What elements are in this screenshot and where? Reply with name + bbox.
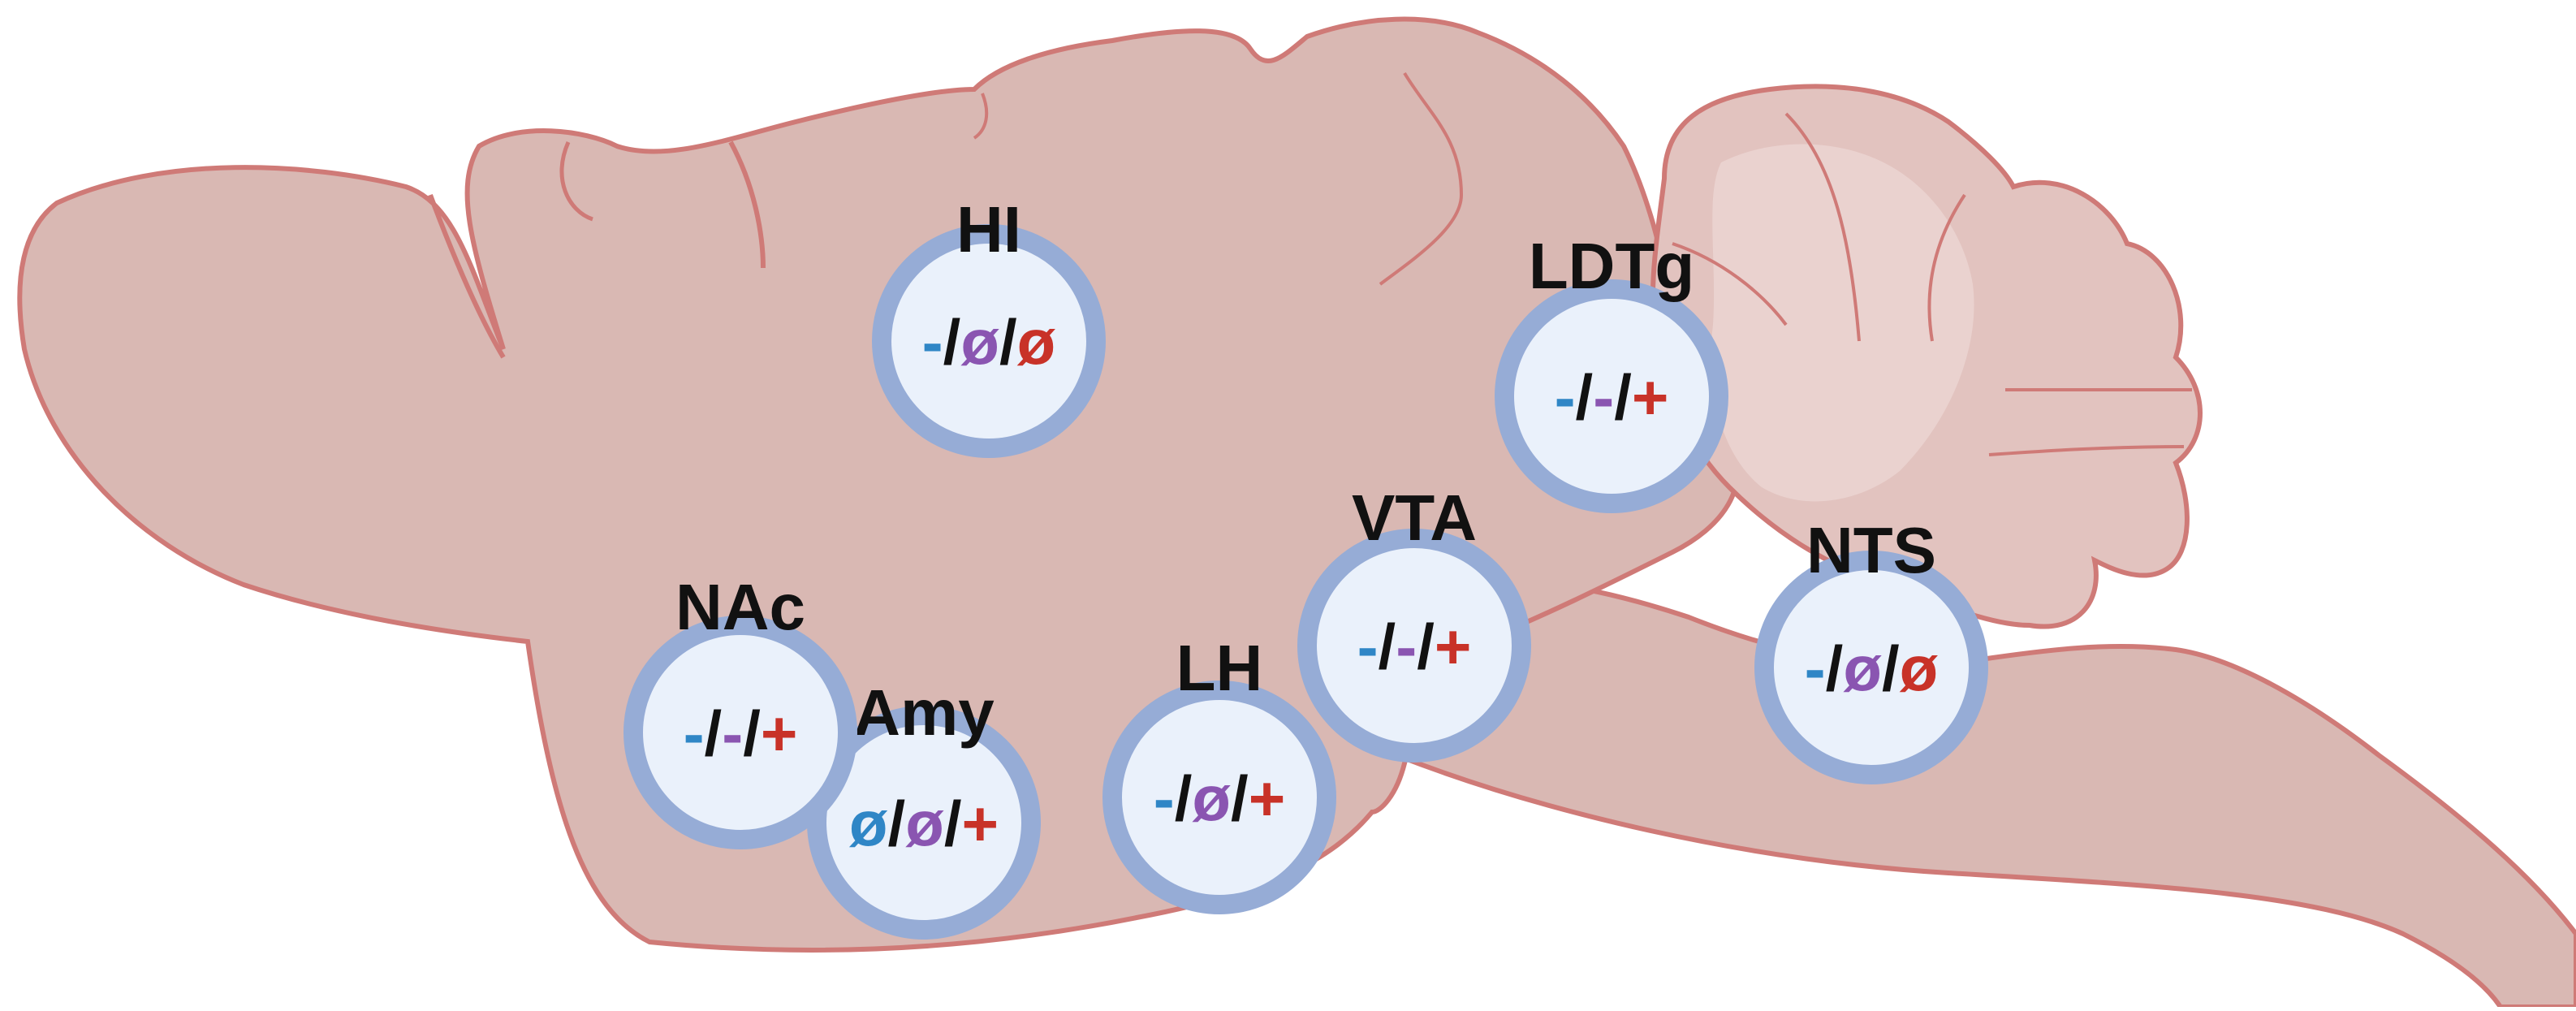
cerebellum-fold: [1672, 242, 1788, 326]
region-label: NAc: [675, 571, 805, 643]
separator-slash: /: [1614, 361, 1632, 433]
separator-slash: /: [1576, 361, 1594, 433]
region-label: VTA: [1352, 482, 1477, 554]
sulcus-line: [973, 93, 989, 140]
sulcus-line: [428, 193, 506, 359]
separator-slash: /: [888, 788, 906, 859]
region-symbols: -/-/+: [684, 698, 798, 769]
symbol-red: +: [1435, 611, 1472, 682]
separator-slash: /: [743, 698, 761, 769]
region-circle: [1495, 279, 1728, 513]
region-label: NTS: [1806, 514, 1936, 586]
region-symbols: -/ø/ø: [1805, 633, 1939, 704]
separator-slash: /: [1417, 611, 1435, 682]
cerebellum-fold: [1988, 445, 2185, 456]
cerebellum-fold: [1784, 112, 1861, 342]
sulcus-line: [728, 140, 766, 269]
separator-slash: /: [1826, 633, 1844, 704]
region-symbols: -/ø/ø: [922, 306, 1056, 378]
symbol-blue: -: [1357, 611, 1379, 682]
region-circle: [807, 706, 1041, 940]
region-label: LH: [1176, 632, 1263, 704]
symbol-purple: ø: [905, 788, 944, 859]
region-label: LDTg: [1529, 230, 1694, 302]
cerebellum-lobule: [1711, 144, 1974, 502]
region-circle: [872, 224, 1106, 458]
sulcus-line: [559, 140, 593, 222]
region-lh: LH-/ø/+: [1102, 632, 1336, 914]
region-ldtg: LDTg-/-/+: [1495, 230, 1728, 513]
symbol-blue: -: [684, 698, 705, 769]
separator-slash: /: [1175, 763, 1193, 834]
symbol-purple: ø: [1843, 633, 1882, 704]
regions-layer: HI-/ø/øLDTg-/-/+VTA-/-/+NTS-/ø/øAmyø/ø/+…: [624, 193, 1988, 940]
symbol-purple: ø: [1192, 763, 1231, 834]
separator-slash: /: [943, 306, 961, 378]
symbol-blue: -: [1805, 633, 1826, 704]
region-circle: [1297, 529, 1531, 763]
symbol-blue: ø: [849, 788, 888, 859]
region-nts: NTS-/ø/ø: [1754, 514, 1988, 784]
separator-slash: /: [1231, 763, 1249, 834]
region-symbols: -/-/+: [1357, 611, 1472, 682]
symbol-blue: -: [1555, 361, 1576, 433]
cerebellum-fold: [1927, 193, 1966, 342]
separator-slash: /: [705, 698, 723, 769]
symbol-purple: ø: [960, 306, 999, 378]
symbol-red: ø: [1900, 633, 1939, 704]
region-symbols: ø/ø/+: [849, 788, 999, 859]
symbol-red: +: [1249, 763, 1286, 834]
region-label: Amy: [853, 676, 995, 749]
symbol-red: ø: [1017, 306, 1056, 378]
sulcus-line: [1379, 71, 1464, 286]
symbol-purple: -: [1396, 611, 1417, 682]
region-circle: [1754, 551, 1988, 784]
region-symbols: -/ø/+: [1154, 763, 1286, 834]
separator-slash: /: [999, 306, 1017, 378]
region-symbols: -/-/+: [1555, 361, 1669, 433]
region-label: HI: [956, 193, 1021, 266]
separator-slash: /: [944, 788, 962, 859]
region-circle: [1102, 680, 1336, 914]
region-circle: [624, 616, 857, 849]
separator-slash: /: [1882, 633, 1900, 704]
region-vta: VTA-/-/+: [1297, 482, 1531, 763]
separator-slash: /: [1379, 611, 1396, 682]
symbol-red: +: [1632, 361, 1669, 433]
brainstem-shape: [1393, 576, 2576, 1009]
symbol-purple: -: [1593, 361, 1614, 433]
symbol-blue: -: [922, 306, 943, 378]
symbol-blue: -: [1154, 763, 1175, 834]
symbol-purple: -: [722, 698, 743, 769]
symbol-red: +: [962, 788, 999, 859]
region-nac: NAc-/-/+: [624, 571, 857, 849]
region-hi: HI-/ø/ø: [872, 193, 1106, 458]
symbol-red: +: [761, 698, 798, 769]
